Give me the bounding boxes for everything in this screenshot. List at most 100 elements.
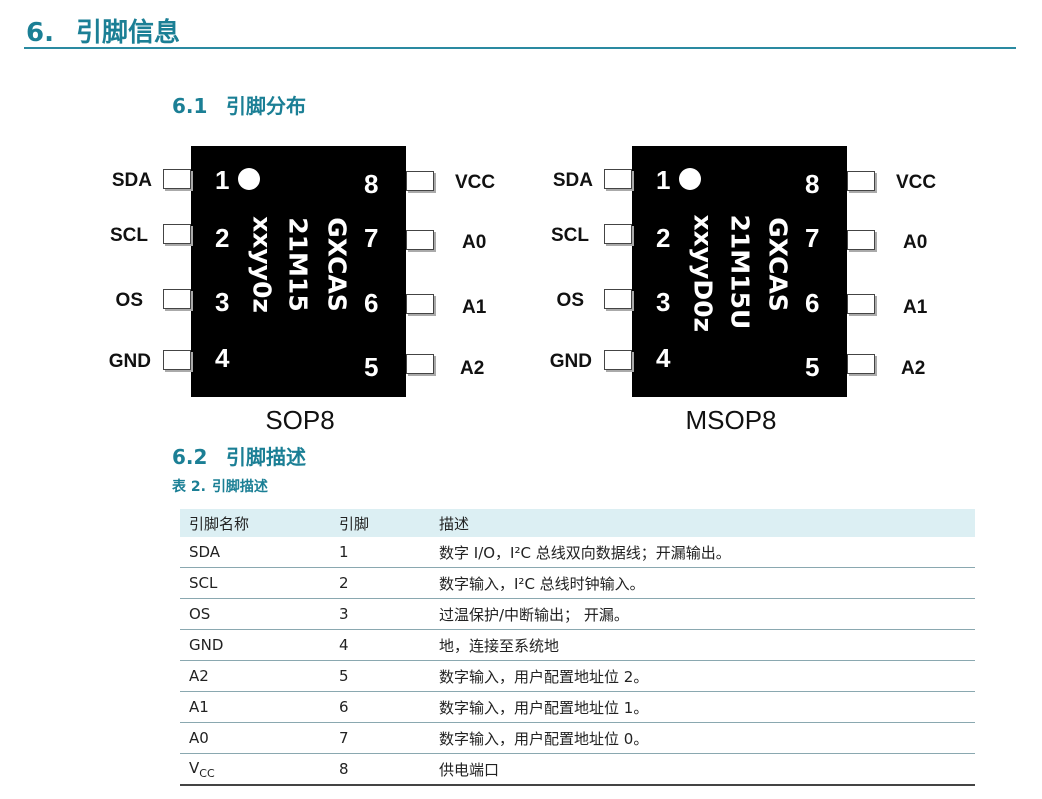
pin-lead	[163, 350, 191, 370]
package-name: SOP8	[265, 405, 335, 435]
cell-pin-name: A1	[180, 691, 330, 723]
cell-description: 数字输入，用户配置地址位 1。	[430, 691, 975, 723]
cell-description: 地，连接至系统地	[430, 629, 975, 661]
section-number: 6.	[26, 18, 54, 48]
pin-number: 6	[364, 288, 379, 318]
section-rule	[24, 47, 1016, 49]
pin-number: 8	[805, 169, 820, 199]
pin-label: A0	[903, 232, 928, 253]
cell-pin-name: GND	[180, 629, 330, 661]
pin-lead	[163, 289, 191, 309]
pin-number: 3	[215, 287, 230, 317]
package-name: MSOP8	[685, 405, 777, 435]
pin-label: VCC	[896, 172, 937, 193]
pin-lead	[406, 230, 434, 250]
pin-lead	[604, 350, 632, 370]
cell-pin-number: 1	[330, 537, 430, 568]
cell-pin-number: 8	[330, 753, 430, 786]
pin-number: 5	[364, 352, 379, 382]
pin-lead	[406, 171, 434, 191]
cell-pin-number: 3	[330, 598, 430, 630]
header-pin-name: 引脚名称	[180, 509, 330, 537]
pin-label: GND	[108, 351, 151, 372]
pin-lead	[847, 230, 875, 250]
subsection-pin-layout: 6.1 引脚分布	[172, 90, 306, 119]
pin-label: A2	[460, 358, 485, 379]
pin-number: 6	[805, 288, 820, 318]
chip-body	[632, 146, 847, 397]
pin-label: SDA	[111, 170, 152, 191]
pin-lead	[604, 224, 632, 244]
section-heading: 6. 引脚信息	[26, 12, 180, 49]
cell-description: 过温保护/中断输出； 开漏。	[430, 598, 975, 630]
table-row: A1 6 数字输入，用户配置地址位 1。	[180, 691, 975, 723]
pin-lead	[847, 171, 875, 191]
pin-label: SCL	[110, 225, 148, 246]
pin1-indicator	[238, 168, 260, 190]
table-caption: 表 2. 引脚描述	[172, 476, 268, 496]
pin-number: 4	[656, 343, 671, 373]
pin-number: 7	[805, 223, 820, 253]
cell-pin-number: 5	[330, 660, 430, 692]
table-row: VCC 8 供电端口	[180, 753, 975, 786]
caption-number: 表 2.	[172, 479, 206, 495]
pin-label: GND	[549, 351, 592, 372]
pin-description-table: 引脚名称 引脚 描述 SDA 1 数字 I/O，I²C 总线双向数据线；开漏输出…	[180, 509, 975, 786]
pin-name-subscript: CC	[199, 766, 215, 780]
cell-pin-name: SCL	[180, 567, 330, 599]
chip-body	[191, 146, 406, 397]
cell-pin-number: 6	[330, 691, 430, 723]
pin-lead	[604, 289, 632, 309]
cell-pin-name: A2	[180, 660, 330, 692]
caption-title: 引脚描述	[211, 479, 268, 495]
chip-marking-line: xxyyD0z	[688, 214, 718, 333]
pin-number: 3	[656, 287, 671, 317]
table-row: SCL 2 数字输入，I²C 总线时钟输入。	[180, 567, 975, 599]
chip-marking-line: 21M15U	[725, 214, 755, 330]
pin-label: SCL	[551, 225, 589, 246]
cell-description: 供电端口	[430, 753, 975, 786]
pin-lead	[406, 354, 434, 374]
header-description: 描述	[430, 509, 975, 537]
pin-number: 1	[656, 165, 671, 195]
cell-description: 数字 I/O，I²C 总线双向数据线；开漏输出。	[430, 537, 975, 568]
cell-description: 数字输入，用户配置地址位 2。	[430, 660, 975, 692]
pin-number: 7	[364, 223, 379, 253]
cell-pin-name: SDA	[180, 537, 330, 568]
pin-lead	[163, 224, 191, 244]
table-row: A2 5 数字输入，用户配置地址位 2。	[180, 660, 975, 692]
pin-label: SDA	[552, 170, 593, 191]
subsection-title: 引脚分布	[226, 94, 306, 118]
cell-pin-number: 2	[330, 567, 430, 599]
pin-number: 1	[215, 165, 230, 195]
cell-description: 数字输入，用户配置地址位 0。	[430, 722, 975, 754]
pin-label: VCC	[455, 172, 496, 193]
pin-lead	[163, 169, 191, 189]
subsection-number: 6.1	[172, 94, 208, 118]
pin-name-base: V	[189, 758, 200, 777]
pin-number: 4	[215, 343, 230, 373]
chip-marking-line: GXCAS	[763, 217, 793, 312]
table-row: SDA 1 数字 I/O，I²C 总线双向数据线；开漏输出。	[180, 537, 975, 568]
subsection-title: 引脚描述	[226, 445, 306, 469]
cell-description: 数字输入，I²C 总线时钟输入。	[430, 567, 975, 599]
pin-lead	[847, 354, 875, 374]
pin-label: A1	[903, 297, 928, 318]
cell-pin-number: 7	[330, 722, 430, 754]
pin-lead	[847, 294, 875, 314]
pin-label: A1	[462, 297, 487, 318]
cell-pin-name: OS	[180, 598, 330, 630]
cell-pin-number: 4	[330, 629, 430, 661]
cell-pin-name: VCC	[180, 753, 330, 786]
pin-number: 2	[656, 223, 671, 253]
pin-number: 2	[215, 223, 230, 253]
chip-marking-line: xxyy0z	[247, 216, 277, 313]
section-title: 引脚信息	[76, 18, 181, 48]
pin-label: A2	[901, 358, 926, 379]
cell-pin-name: A0	[180, 722, 330, 754]
pin-number: 8	[364, 169, 379, 199]
pin-label: OS	[115, 290, 143, 311]
header-pin-number: 引脚	[330, 509, 430, 537]
chip-marking-line: GXCAS	[322, 217, 352, 312]
